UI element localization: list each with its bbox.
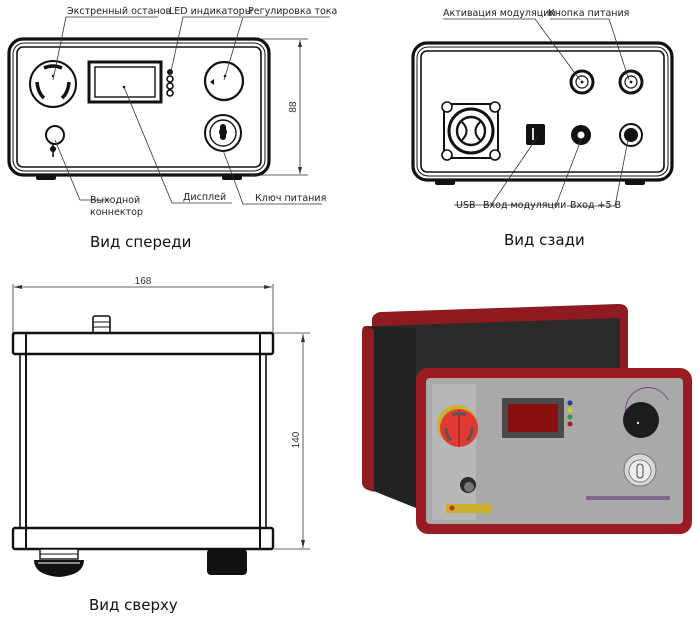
power-input-icon <box>619 123 643 147</box>
photo-emergency-stop <box>437 405 478 447</box>
power-key-icon <box>204 114 242 152</box>
front-view: 88 Экстренный останов LED индикаторы Рег… <box>7 6 337 251</box>
emergency-stop-side-icon <box>34 548 84 577</box>
callout-power-key: Ключ питания <box>255 193 326 204</box>
modulation-activation-icon <box>569 69 595 95</box>
rear-enclosure <box>411 41 674 185</box>
depth-dim-label: 140 <box>291 431 302 448</box>
modulation-input-icon <box>571 125 591 145</box>
callout-output-connector-line1: Выходной <box>90 195 140 206</box>
callout-display: Дисплей <box>183 192 226 203</box>
top-connector <box>92 315 111 334</box>
callout-emergency-stop: Экстренный останов <box>67 6 172 17</box>
photo-current-knob <box>623 387 669 438</box>
callout-modulation-input: Вход модуляции <box>483 200 566 211</box>
front-enclosure <box>7 37 271 180</box>
photo-led <box>567 421 573 427</box>
callout-power-button: Кнопка питания <box>548 8 629 19</box>
callout-power-input: Вход +5 В <box>570 200 621 211</box>
power-button-icon <box>618 69 644 95</box>
top-enclosure <box>11 331 275 551</box>
output-connector-icon <box>45 125 65 157</box>
led-indicators-icon <box>166 69 174 97</box>
callout-usb: USB <box>456 200 476 211</box>
photo-front-panel <box>426 378 683 524</box>
photo-output-connector <box>446 477 492 513</box>
width-dimension: 168 <box>12 276 274 334</box>
depth-dimension: 140 <box>274 332 310 550</box>
photo-body-top <box>378 318 620 380</box>
caption-top-view: Вид сверху <box>89 596 178 614</box>
photo-leds <box>567 400 573 427</box>
device-photo <box>362 304 692 534</box>
foot <box>625 180 645 185</box>
photo-led <box>567 400 573 406</box>
width-dim-label: 168 <box>135 276 152 287</box>
display-icon <box>87 60 163 104</box>
photo-brand-label <box>586 496 670 500</box>
current-knob-icon <box>203 60 245 102</box>
photo-power-key <box>623 453 657 487</box>
front-leaders <box>52 16 330 205</box>
foot <box>222 175 242 180</box>
height-dim-label: 88 <box>288 101 299 113</box>
callout-output-connector-line2: коннектор <box>90 207 143 218</box>
caption-front-view: Вид спереди <box>90 233 191 251</box>
top-view: 168 <box>11 276 310 614</box>
photo-led <box>567 407 573 413</box>
callout-modulation-activation: Активация модуляции <box>443 8 556 19</box>
photo-body-side <box>366 326 416 508</box>
usb-port-icon <box>526 124 545 145</box>
emergency-stop-icon <box>29 60 77 108</box>
photo-led <box>567 414 573 420</box>
rear-leaders <box>443 18 630 207</box>
knob-side-icon <box>207 549 247 575</box>
photo-display <box>502 398 564 438</box>
callout-led-indicators: LED индикаторы <box>169 6 252 17</box>
rear-view: Активация модуляции Кнопка питания USB В… <box>411 8 674 249</box>
fan-icon <box>441 101 501 161</box>
foot <box>435 180 455 185</box>
caption-rear-view: Вид сзади <box>504 231 585 249</box>
callout-current-adjust: Регулировка тока <box>248 6 337 17</box>
height-dimension: 88 <box>250 38 308 176</box>
foot <box>36 175 56 180</box>
